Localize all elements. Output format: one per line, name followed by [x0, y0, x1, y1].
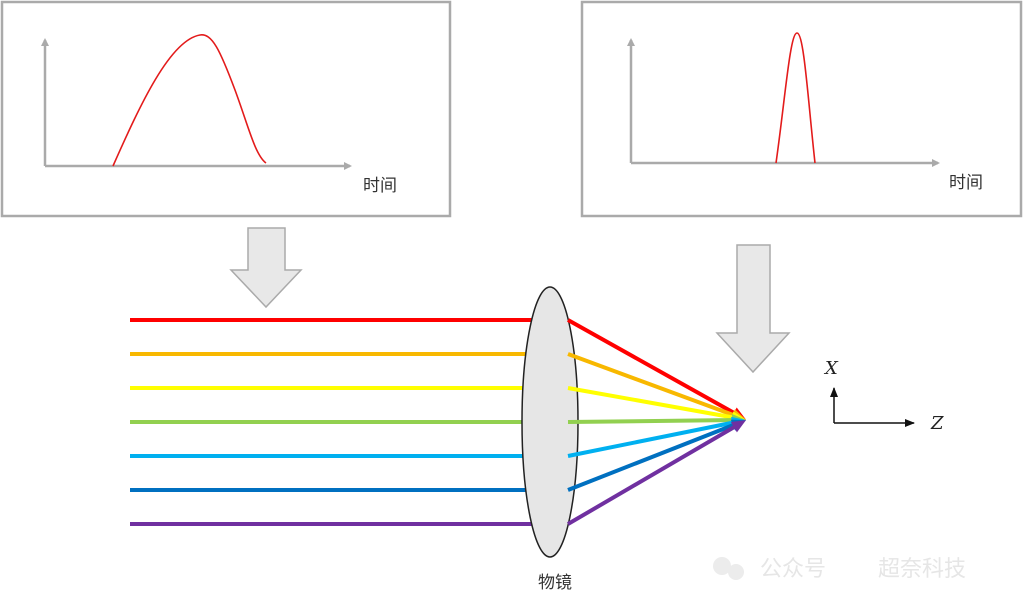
converging-beam-purple	[566, 424, 738, 526]
converging-beam-green	[567, 418, 737, 424]
watermark: 公众号 超奈科技	[713, 557, 966, 582]
arrowhead-icon	[730, 420, 746, 433]
converging-beam-orange	[567, 352, 737, 418]
wechat-icon	[713, 557, 731, 575]
wide-pulse-panel: 时间	[0, 0, 452, 218]
panel-frame	[580, 0, 1023, 218]
time-axis-label: 时间	[949, 173, 983, 193]
wide-pulse-curve	[112, 34, 267, 167]
watermark-prefix: 公众号	[760, 557, 826, 582]
converging-beam-cyan	[567, 420, 737, 458]
narrow-pulse-panel: 时间	[580, 0, 1023, 218]
lens-label: 物镜	[538, 573, 572, 593]
panel-frame	[0, 0, 452, 218]
down-arrow-icon	[715, 244, 791, 374]
beams	[130, 318, 540, 526]
time-axis-label: 时间	[363, 176, 397, 196]
converging-beam-red	[567, 318, 737, 416]
x-axis-label: X	[823, 358, 839, 379]
down-arrow-icon	[229, 227, 303, 309]
narrow-pulse-curve	[775, 32, 816, 164]
converging-beam-blue	[567, 422, 737, 492]
z-axis-label: Z	[930, 413, 944, 434]
watermark-name: 超奈科技	[878, 557, 966, 582]
coordinate-axes: X Z	[823, 358, 944, 434]
converging-beams	[566, 318, 746, 526]
converging-beam-yellow	[567, 386, 737, 420]
